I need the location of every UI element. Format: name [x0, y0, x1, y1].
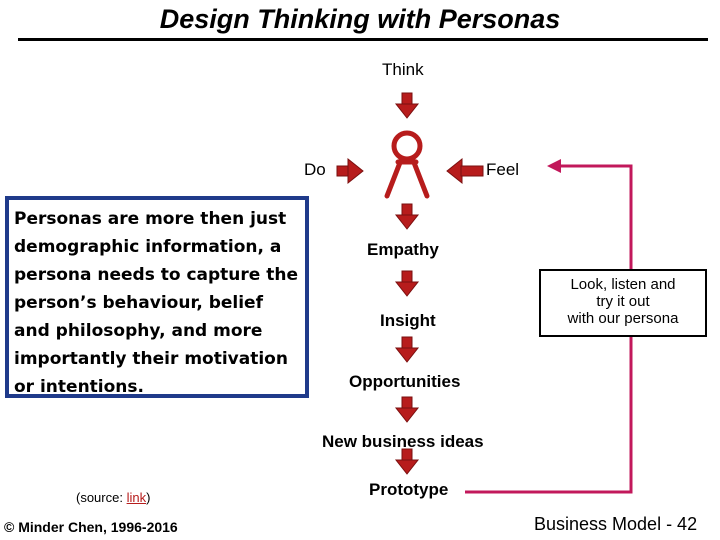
source-link[interactable]: link: [126, 490, 147, 505]
label-new-business-ideas: New business ideas: [322, 432, 484, 451]
feedback-line-2: try it out: [596, 293, 650, 310]
arrow-insight-to-opportunities: [395, 336, 419, 363]
label-think: Think: [382, 60, 424, 79]
arrow-feel-to-persona: [446, 157, 484, 185]
arrow-ideas-to-prototype: [395, 448, 419, 475]
source-prefix: (source:: [76, 490, 127, 505]
arrow-opportunities-to-ideas: [395, 396, 419, 423]
copyright-text: © Minder Chen, 1996-2016: [4, 519, 178, 535]
slide-number: Business Model - 42: [534, 514, 698, 534]
feedback-line-3: with our persona: [567, 310, 679, 327]
arrow-persona-to-empathy: [395, 203, 419, 230]
feedback-box: Look, listen and try it out with our per…: [539, 269, 707, 337]
label-prototype: Prototype: [369, 480, 449, 499]
arrow-empathy-to-insight: [395, 270, 419, 297]
title-underline: [18, 38, 708, 41]
source-suffix: ): [146, 490, 151, 505]
arrow-do-to-persona: [336, 157, 364, 185]
label-feel: Feel: [486, 160, 520, 179]
source-citation: (source: link): [76, 490, 150, 505]
label-do: Do: [304, 160, 326, 179]
label-opportunities: Opportunities: [349, 372, 461, 391]
label-empathy: Empathy: [367, 240, 439, 259]
person-icon: [384, 130, 430, 199]
slide-title: Design Thinking with Personas: [159, 4, 561, 34]
feedback-line-1: Look, listen and: [570, 276, 676, 293]
persona-description-box: Personas are more then just demographic …: [5, 196, 309, 398]
arrow-think-to-persona: [395, 92, 419, 119]
label-insight: Insight: [380, 311, 436, 330]
